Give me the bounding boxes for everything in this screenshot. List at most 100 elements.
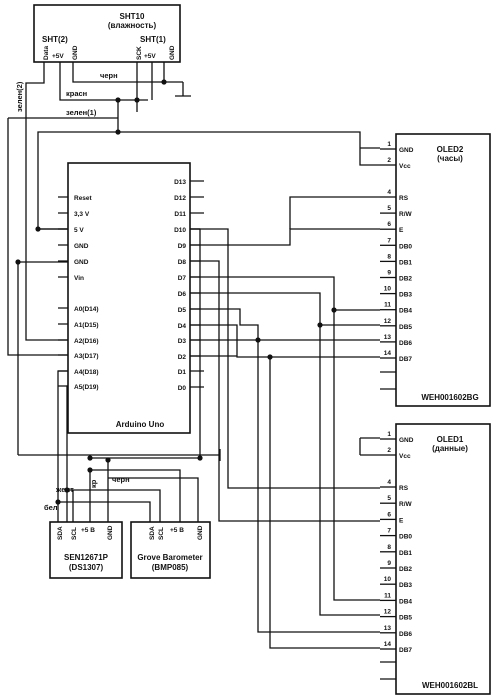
oled-pin-number: 7: [387, 237, 391, 244]
arduino-right-pin: D2: [178, 354, 187, 361]
wire-label-black-top: черн: [100, 71, 118, 80]
oled-pin-number: 9: [387, 270, 391, 277]
arduino-left-pin: A3(D17): [74, 353, 99, 360]
junction-dot: [115, 129, 121, 135]
rtc-subtitle: (DS1307): [69, 563, 104, 572]
oled-pin-number: 10: [384, 286, 392, 293]
oled-pin-number: 14: [384, 641, 392, 648]
junction-dots: [15, 79, 337, 505]
arduino-left-pin: GND: [74, 259, 89, 266]
baro-pin-label: +5 В: [170, 527, 184, 534]
junction-dot: [331, 307, 337, 313]
oled-pin-label: DB3: [399, 292, 412, 299]
junction-dot: [115, 97, 121, 103]
wire-d9-rs2: [289, 196, 380, 229]
wire-label-white: бел: [44, 503, 58, 512]
oled-pin-label: DB3: [399, 582, 412, 589]
wire-black-gnd: [107, 460, 199, 522]
oled-pin-number: 2: [387, 157, 391, 164]
oled2-display: OLED2 (часы) WEH001602BG 1GND2Vcc4RS5R/W…: [380, 133, 491, 407]
junction-dot: [64, 487, 70, 493]
junction-dot: [197, 455, 203, 461]
wire-label-green1: зелен(1): [66, 108, 97, 117]
oled-pin-number: 7: [387, 528, 391, 535]
wire-d5-db6: [190, 308, 380, 633]
wire-label-yellow: желт: [55, 485, 74, 494]
oled-pin-label: DB0: [399, 243, 412, 250]
oled-pin-label: DB1: [399, 550, 412, 557]
oled1-title: OLED1: [437, 435, 464, 444]
baro-pin-label: SCL: [158, 527, 165, 540]
oled-pin-number: 10: [384, 576, 392, 583]
wire-d4-db7: [190, 324, 380, 649]
junction-dot: [87, 455, 93, 461]
oled-pin-number: 6: [387, 221, 391, 228]
oled1-box: [395, 423, 491, 695]
oled-pin-label: GND: [399, 147, 414, 154]
wire-5v-bus: [118, 131, 380, 166]
wire-green2-b: [25, 90, 68, 341]
junction-dot: [161, 79, 167, 85]
rtc-pin-label: GND: [107, 525, 114, 540]
arduino-right-pin: D13: [174, 179, 186, 186]
arduino-left-pin: A1(D15): [74, 322, 99, 329]
wire-sht-data: [25, 62, 45, 90]
junction-dot: [35, 226, 41, 232]
oled-pin-label: DB5: [399, 615, 412, 622]
rtc-module: SDA SCL +5 В GND SEN12671P (DS1307): [49, 521, 123, 579]
wire-green2: [7, 118, 68, 356]
oled-pin-number: 9: [387, 560, 391, 567]
oled-pin-label: E: [399, 517, 404, 524]
wire-label-black-bottom: черн: [112, 475, 130, 484]
oled-pin-label: DB6: [399, 340, 412, 347]
wires: [7, 62, 380, 649]
sht10-title: SHT10: [120, 12, 145, 21]
arduino-left-pin: A5(D19): [74, 384, 99, 391]
pin-stub: [190, 180, 204, 388]
arduino-right-pin: D6: [178, 291, 187, 298]
oled-pin-number: 12: [384, 609, 392, 616]
oled-pin-number: 5: [387, 205, 391, 212]
oled-pin-label: RS: [399, 485, 409, 492]
arduino-left-pin: 3,3 V: [74, 211, 90, 218]
junction-dot: [15, 259, 21, 265]
sht10-sensor: SHT10 (влажность) SHT(2) SHT(1) Data +5V…: [33, 4, 181, 63]
oled-pin-label: DB2: [399, 566, 412, 573]
arduino-left-pin: 5 V: [74, 227, 84, 234]
oled2-spare-stubs: [380, 371, 396, 390]
oled1-subtitle: (данные): [432, 444, 468, 453]
oled-pin-number: 12: [384, 318, 392, 325]
baro-subtitle: (BMP085): [152, 563, 189, 572]
sht10-pin-label: GND: [169, 45, 176, 60]
junction-dot: [267, 354, 273, 360]
oled-pin-number: 1: [387, 141, 391, 148]
wire-gnd-arduino: [17, 261, 68, 455]
oled2-title: OLED2: [437, 145, 464, 154]
rtc-pin-label: SCL: [71, 527, 78, 540]
baro-pin-label: GND: [197, 525, 204, 540]
junction-dot: [255, 337, 261, 343]
oled2-model: WEH001602BG: [421, 393, 478, 402]
arduino-title: Arduino Uno: [116, 420, 165, 429]
wire-d7-db4: [190, 276, 380, 601]
rtc-pin-label: +5 В: [81, 527, 95, 534]
arduino-right-stubs: [190, 180, 204, 388]
oled-pin-number: 8: [387, 544, 391, 551]
oled-pin-label: DB4: [399, 598, 412, 605]
arduino-left-pin: Vin: [74, 275, 84, 282]
wire-label-red: красн: [66, 89, 87, 98]
arduino-right-pin: D3: [178, 338, 187, 345]
arduino-uno: Arduino Uno Reset 3,3 V 5 V GND GND Vin …: [58, 162, 204, 434]
sht10-pin-label: Data: [43, 46, 50, 60]
oled-pin-label: R/W: [399, 501, 413, 508]
oled-pin-number: 1: [387, 431, 391, 438]
wire-sht-gnd-black: [72, 62, 183, 83]
arduino-right-pin: D12: [174, 195, 186, 202]
oled2-box: [395, 133, 491, 407]
wire-label-green2: зелен(2): [15, 81, 24, 112]
oled-pin-label: DB4: [399, 308, 412, 315]
oled-pin-label: E: [399, 227, 404, 234]
oled-pin-number: 2: [387, 447, 391, 454]
oled-pin-label: DB2: [399, 276, 412, 283]
